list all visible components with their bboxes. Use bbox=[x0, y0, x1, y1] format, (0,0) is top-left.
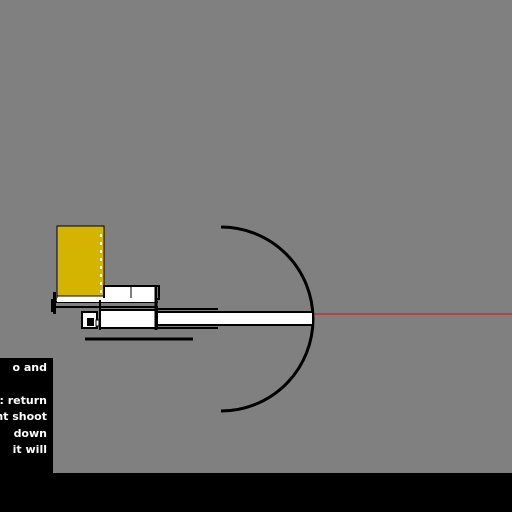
instruction-line-5: down bbox=[13, 427, 47, 440]
instruction-line-4: nt shoot bbox=[0, 410, 47, 423]
bottom-bar bbox=[0, 473, 512, 512]
receiver-body bbox=[99, 309, 158, 329]
gun-magazine bbox=[56, 225, 105, 299]
trigger-pin bbox=[95, 319, 100, 327]
instruction-line-1: o and bbox=[12, 361, 47, 374]
trigger bbox=[87, 318, 94, 326]
instructions-panel: o and : return nt shoot down it will bbox=[0, 358, 53, 473]
gun-barrel bbox=[155, 311, 314, 326]
instruction-line-3: : return bbox=[0, 394, 47, 407]
stock-butt-cap bbox=[53, 292, 56, 314]
stock-bar bbox=[57, 298, 155, 302]
instruction-line-6: it will bbox=[12, 443, 47, 456]
